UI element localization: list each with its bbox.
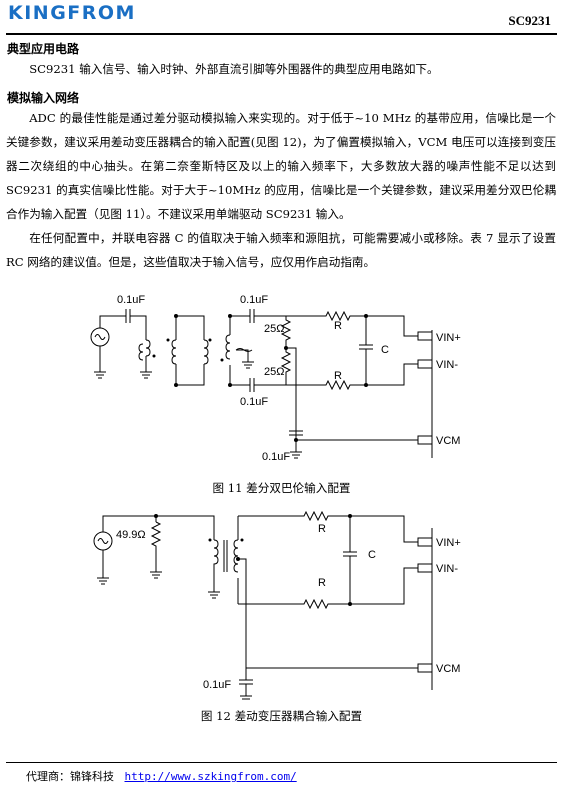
label-fig12-c: C bbox=[368, 549, 376, 561]
label-fig12-vcm: VCM bbox=[436, 663, 460, 675]
footer-divider bbox=[6, 762, 557, 763]
label-fig11-cap-top: 0.1uF bbox=[240, 294, 268, 306]
section-title-analog-input: 模拟输入网络 bbox=[7, 91, 80, 105]
label-fig12-vin-minus: VIN- bbox=[436, 563, 458, 575]
label-fig11-cap-in: 0.1uF bbox=[117, 294, 145, 306]
figure-12-caption: 图 12 差动变压器耦合输入配置 bbox=[200, 709, 363, 723]
label-fig12-vin-plus: VIN+ bbox=[436, 537, 461, 549]
label-fig11-vin-minus: VIN- bbox=[436, 359, 458, 371]
label-fig11-cap-bot: 0.1uF bbox=[240, 396, 268, 408]
figure-11-caption: 图 11 差分双巴伦输入配置 bbox=[212, 481, 351, 495]
footer-agent: 代理商：锦锋科技 bbox=[26, 770, 114, 783]
paragraph-analog-input-2: 在任何配置中，并联电容器 C 的值取决于输入频率和源阻抗，可能需要减小或移除。表… bbox=[6, 231, 556, 269]
footer: 代理商：锦锋科技 http://www.szkingfrom.com/ bbox=[26, 768, 297, 784]
paragraph-analog-input-1: ADC 的最佳性能是通过差分驱动模拟输入来实现的。对于低于~10 MHz 的基带… bbox=[6, 111, 556, 221]
section-text-typical-circuit: SC9231 输入信号、输入时钟、外部直流引脚等外围器件的典型应用电路如下。 bbox=[29, 62, 439, 76]
label-fig11-c: C bbox=[381, 344, 389, 356]
label-fig11-r25-bot: 25Ω bbox=[264, 366, 284, 378]
label-fig12-r-src: 49.9Ω bbox=[116, 529, 146, 541]
label-fig11-r25-top: 25Ω bbox=[264, 323, 284, 335]
label-fig12-r-top: R bbox=[318, 523, 326, 535]
company-logo: KINGFROM bbox=[8, 2, 136, 24]
footer-website-link[interactable]: http://www.szkingfrom.com/ bbox=[124, 770, 297, 783]
figure-11-circuit: 0.1uF 0.1uF 0.1uF 25Ω 25Ω R R C VIN+ VIN… bbox=[90, 294, 461, 463]
model-number: SC9231 bbox=[508, 13, 551, 28]
header-divider bbox=[6, 33, 557, 35]
label-fig11-vin-plus: VIN+ bbox=[436, 332, 461, 344]
section-title-typical-circuit: 典型应用电路 bbox=[7, 42, 80, 56]
label-fig12-r-bot: R bbox=[318, 577, 326, 589]
label-fig11-vcm: VCM bbox=[436, 435, 460, 447]
label-fig11-r-top: R bbox=[334, 320, 342, 332]
label-fig11-cap-vcm: 0.1uF bbox=[262, 451, 290, 463]
label-fig11-r-bot: R bbox=[334, 370, 342, 382]
label-fig12-cap-vcm: 0.1uF bbox=[203, 679, 231, 691]
figure-12-circuit: 49.9Ω R R C VIN+ VIN- VCM 0.1uF bbox=[93, 510, 461, 700]
